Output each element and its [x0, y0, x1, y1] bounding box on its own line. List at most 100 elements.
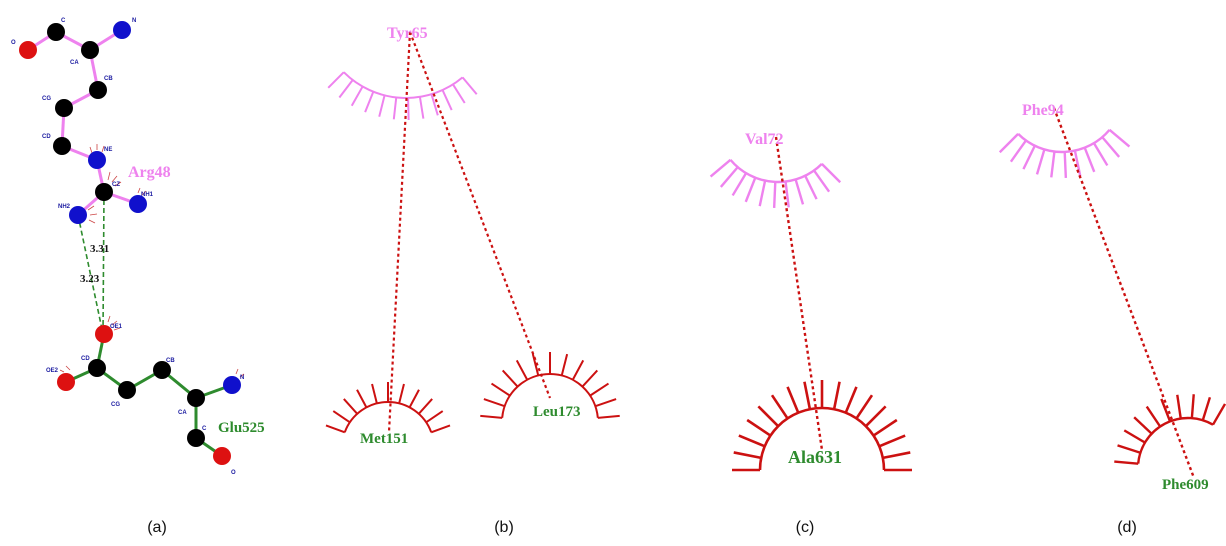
arc-spoke — [515, 359, 529, 381]
arc-spoke — [1190, 394, 1195, 419]
arc-spoke — [1063, 151, 1068, 178]
arc-spoke — [483, 398, 505, 408]
panel-c: Val72 Ala631 — [709, 131, 912, 472]
arc-spoke — [770, 394, 789, 420]
arc-spoke — [1176, 394, 1182, 419]
arc-spoke — [327, 71, 345, 89]
arc-spoke — [1083, 147, 1096, 173]
caption-d: (d) — [1117, 519, 1137, 536]
arc-spoke — [332, 410, 351, 424]
arc-spoke — [418, 398, 433, 415]
atom-label: CD — [81, 356, 90, 362]
arc-spoke — [392, 97, 398, 120]
atom-label: C — [202, 426, 207, 432]
residue-label-arg48: Arg48 — [128, 164, 171, 181]
atom-label: OE1 — [110, 324, 123, 330]
arc-curve — [729, 159, 823, 184]
arc-spoke — [418, 96, 425, 119]
nitrogen-atom — [88, 151, 106, 169]
arc-spoke — [560, 353, 569, 376]
arc-spoke — [1201, 396, 1212, 421]
arc-spoke — [441, 89, 453, 111]
phe609-contact-arc — [1114, 394, 1226, 465]
carbon-atom — [89, 81, 107, 99]
atoms — [19, 21, 241, 465]
arg48-bonds — [27, 28, 139, 217]
contact-lines — [1052, 107, 1196, 479]
oxygen-atom — [57, 373, 75, 391]
hydrophobic-arcs — [709, 158, 912, 472]
atom-label: CA — [178, 410, 187, 416]
atom-label: NH1 — [141, 192, 154, 198]
arc-spoke — [784, 181, 790, 208]
oxygen-atom — [95, 325, 113, 343]
arc-spoke — [1035, 149, 1046, 175]
arc-spoke — [832, 381, 841, 410]
arc-spoke — [425, 410, 444, 424]
arc-spoke — [461, 76, 478, 95]
carbon-atom — [153, 361, 171, 379]
met151-contact-arc — [325, 382, 451, 434]
arc-spoke — [731, 172, 748, 197]
arc-spoke — [758, 180, 767, 207]
arc-spoke — [1092, 142, 1109, 167]
distance-label-1: 3.31 — [90, 243, 109, 255]
arc-spoke — [1009, 139, 1027, 163]
arc-curve — [1136, 416, 1214, 464]
atom-label: N — [240, 375, 244, 381]
carbon-atom — [187, 389, 205, 407]
carbon-atom — [47, 23, 65, 41]
arc-spoke — [597, 414, 620, 419]
arc-spoke — [398, 383, 405, 404]
atom-label: CB — [104, 76, 113, 82]
caption-b: (b) — [494, 519, 514, 536]
panel-d: Phe94 Phe609 — [998, 102, 1226, 493]
val72-contact-arc — [709, 158, 842, 208]
arc-spoke — [1114, 460, 1139, 465]
glu525-bonds — [65, 333, 233, 458]
arc-spoke — [364, 91, 375, 113]
caption-c: (c) — [796, 519, 815, 536]
arc-spoke — [343, 398, 358, 415]
carbon-atom — [88, 359, 106, 377]
atom-label: C — [61, 18, 66, 24]
arc-spoke — [804, 175, 818, 200]
atom-label: CG — [111, 402, 120, 408]
arc-spoke — [595, 398, 617, 408]
carbon-atom — [53, 137, 71, 155]
atom-label: NH2 — [58, 204, 71, 210]
arc-spoke — [490, 382, 511, 397]
arc-spoke — [378, 95, 386, 117]
arc-spoke — [480, 414, 503, 419]
residue-label-phe609: Phe609 — [1162, 477, 1209, 493]
arc-spoke — [1108, 128, 1131, 148]
arc-spoke — [746, 418, 772, 437]
residue-label-glu525: Glu525 — [218, 420, 265, 436]
arc-spoke — [719, 166, 739, 188]
arc-spoke — [786, 386, 800, 414]
arc-spoke — [589, 382, 610, 397]
arc-spoke — [1145, 405, 1162, 428]
arc-spoke — [430, 424, 451, 434]
carbon-atom — [81, 41, 99, 59]
tyr65-contact-arc — [327, 71, 478, 120]
arc-spoke — [1050, 151, 1056, 178]
caption-a: (a) — [147, 519, 167, 536]
oxygen-atom — [213, 447, 231, 465]
distance-label-2: 3.23 — [80, 273, 100, 285]
arc-spoke — [371, 383, 378, 404]
hydrophobic-arcs — [325, 71, 620, 434]
arc-spoke — [408, 389, 420, 408]
arc-curve — [343, 401, 433, 433]
carbon-atom — [187, 429, 205, 447]
arc-spoke — [1022, 145, 1036, 170]
atom-label: N — [132, 18, 136, 24]
arc-spoke — [794, 179, 805, 205]
nitrogen-atom — [223, 376, 241, 394]
arc-spoke — [813, 169, 831, 193]
arc-spoke — [430, 93, 439, 116]
arc-spoke — [356, 389, 368, 408]
arc-spoke — [744, 177, 757, 203]
arc-spoke — [709, 158, 732, 178]
ala631-contact-arc — [732, 380, 912, 472]
